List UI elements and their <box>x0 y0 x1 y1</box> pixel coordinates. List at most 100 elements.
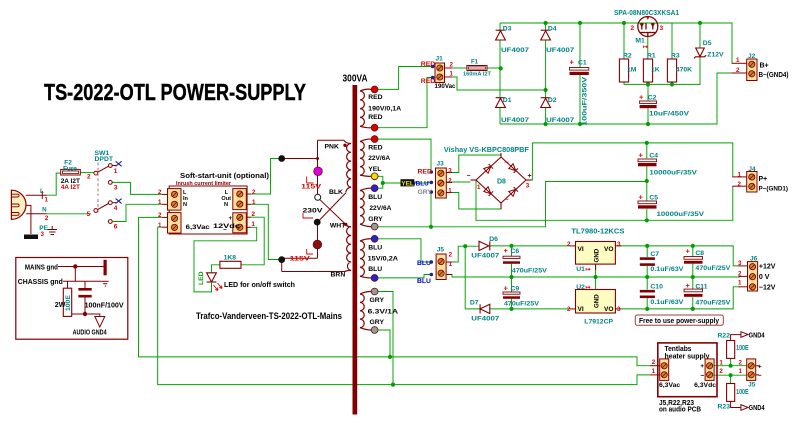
svg-text:+: + <box>758 363 762 370</box>
svg-text:P+: P+ <box>759 176 768 183</box>
svg-text:2W: 2W <box>55 302 66 309</box>
svg-text:−: − <box>223 227 227 234</box>
svg-text:VI: VI <box>578 306 584 313</box>
svg-text:3: 3 <box>41 231 45 238</box>
svg-text:UF4007: UF4007 <box>471 316 499 323</box>
svg-text:470uF/25V: 470uF/25V <box>695 265 730 272</box>
svg-text:R2: R2 <box>623 53 632 60</box>
svg-text:160mA I2T: 160mA I2T <box>463 71 492 77</box>
svg-text:C10: C10 <box>650 283 663 290</box>
svg-text:+: + <box>504 246 509 255</box>
svg-text:1M: 1M <box>627 67 637 74</box>
svg-text:C8: C8 <box>695 250 704 257</box>
svg-text:+: + <box>700 363 704 370</box>
svg-text:3: 3 <box>526 183 530 190</box>
svg-text:6.3V/1A: 6.3V/1A <box>368 308 399 315</box>
svg-text:115V: 115V <box>290 256 311 263</box>
svg-text:1: 1 <box>738 280 742 287</box>
svg-text:1: 1 <box>739 368 743 375</box>
svg-text:+: + <box>229 215 233 222</box>
svg-text:RED: RED <box>368 145 382 152</box>
svg-text:C6: C6 <box>511 248 520 255</box>
svg-text:J6: J6 <box>750 255 758 262</box>
svg-text:↦: ↦ <box>586 284 591 291</box>
svg-text:U1: U1 <box>576 266 585 273</box>
svg-text:100E: 100E <box>736 343 749 352</box>
svg-text:VI: VI <box>578 246 584 253</box>
svg-text:SPA-08N80C3XKSA1: SPA-08N80C3XKSA1 <box>614 10 679 17</box>
svg-text:F2: F2 <box>64 159 72 166</box>
svg-text:1: 1 <box>114 168 118 175</box>
svg-text:R1: R1 <box>647 53 656 60</box>
svg-text:2: 2 <box>736 67 740 74</box>
svg-text:/BLU: /BLU <box>414 181 429 188</box>
svg-text:6,3Vdc: 6,3Vdc <box>694 382 716 389</box>
svg-text:VO: VO <box>604 246 614 253</box>
svg-text:R3: R3 <box>671 53 680 60</box>
svg-text:D8: D8 <box>497 179 506 186</box>
svg-text:GND: GND <box>594 294 601 308</box>
svg-text:RED: RED <box>421 78 435 85</box>
svg-text:2: 2 <box>448 178 452 185</box>
svg-text:BLU: BLU <box>368 194 382 201</box>
svg-text:R23: R23 <box>718 404 731 411</box>
svg-text:Vishay VS-KBPC808PBF: Vishay VS-KBPC808PBF <box>444 147 530 154</box>
svg-text:1: 1 <box>736 57 740 64</box>
svg-text:2: 2 <box>158 189 162 196</box>
svg-text:6: 6 <box>114 224 118 231</box>
svg-text:YEL: YEL <box>368 166 381 173</box>
svg-text:+: + <box>639 193 644 202</box>
svg-text:RED: RED <box>368 114 382 121</box>
svg-text:3: 3 <box>660 25 664 32</box>
svg-text:2: 2 <box>652 359 656 366</box>
svg-text:1K: 1K <box>651 67 660 74</box>
svg-text:1: 1 <box>477 184 481 191</box>
svg-text:D1: D1 <box>503 97 512 104</box>
svg-text:N: N <box>224 202 228 208</box>
svg-text:6,3Vac: 6,3Vac <box>186 224 211 231</box>
svg-text:10uF/450V: 10uF/450V <box>649 110 690 117</box>
svg-text:BLK: BLK <box>329 189 343 196</box>
svg-text:BLU: BLU <box>417 278 431 285</box>
svg-text:2: 2 <box>449 251 453 258</box>
svg-text:+: + <box>686 281 691 290</box>
svg-text:DPDT: DPDT <box>95 156 114 163</box>
svg-text:GND4: GND4 <box>749 405 765 412</box>
svg-text:1K8: 1K8 <box>224 254 237 261</box>
svg-text:1: 1 <box>738 171 742 178</box>
svg-text:↦: ↦ <box>643 44 648 51</box>
svg-text:2: 2 <box>567 241 571 248</box>
svg-text:2: 2 <box>738 271 742 278</box>
svg-text:GRY: GRY <box>418 189 433 196</box>
svg-text:300VA: 300VA <box>343 73 368 85</box>
svg-text:heater supply: heater supply <box>665 351 710 360</box>
svg-text:+: + <box>639 151 644 160</box>
svg-text:D7: D7 <box>470 299 479 306</box>
svg-text:1: 1 <box>449 261 453 268</box>
svg-text:10000uF/35V: 10000uF/35V <box>657 211 705 218</box>
svg-text:2: 2 <box>738 181 742 188</box>
svg-text:22V/6A: 22V/6A <box>369 205 391 212</box>
svg-text:−: − <box>758 373 762 380</box>
svg-text:C1: C1 <box>578 60 587 67</box>
svg-text:C2: C2 <box>648 95 657 102</box>
svg-text:1: 1 <box>45 197 49 204</box>
svg-text:470uF/25V: 470uF/25V <box>504 301 539 308</box>
svg-text:1: 1 <box>652 368 656 375</box>
svg-text:3: 3 <box>617 241 621 248</box>
svg-text:3: 3 <box>448 168 452 175</box>
svg-text:P−(GND1): P−(GND1) <box>759 186 789 193</box>
svg-text:D2: D2 <box>548 97 557 104</box>
svg-text:C7: C7 <box>650 251 659 258</box>
svg-text:470uF/25V: 470uF/25V <box>695 299 730 306</box>
svg-text:4A I2T: 4A I2T <box>61 184 80 191</box>
svg-text:2: 2 <box>45 215 49 222</box>
svg-text:MAINS gnd: MAINS gnd <box>25 264 58 271</box>
svg-text:1: 1 <box>158 222 162 229</box>
svg-text:YEL: YEL <box>401 180 414 187</box>
svg-text:2: 2 <box>631 25 635 32</box>
svg-text:+: + <box>686 247 691 256</box>
svg-text:SW1: SW1 <box>95 150 110 157</box>
svg-text:Trafco-Vanderveen-TS-2022-OTL-: Trafco-Vanderveen-TS-2022-OTL-Mains <box>196 311 342 321</box>
svg-text:−: − <box>467 173 471 180</box>
